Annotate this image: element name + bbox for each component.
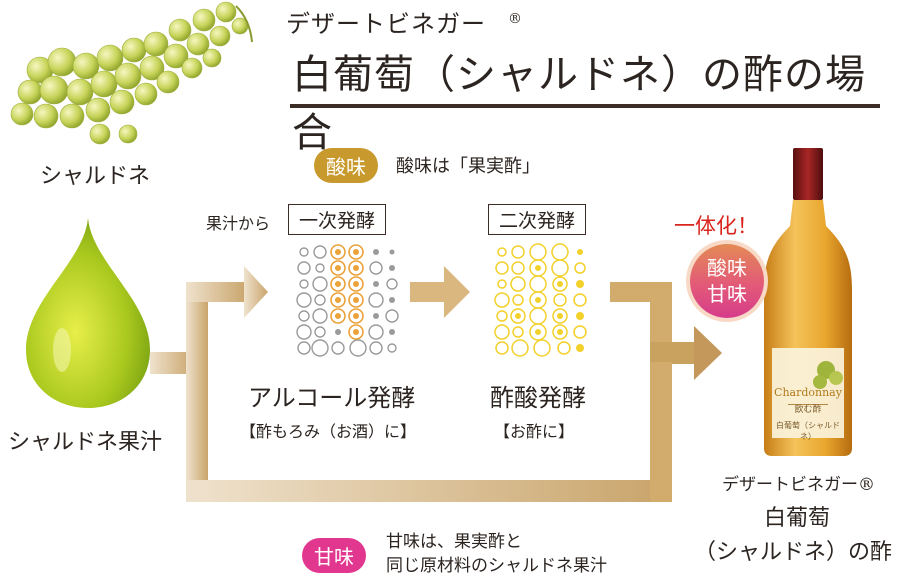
stage1-name: アルコール発酵 [248,384,416,412]
grapes-illustration [10,1,253,145]
stage2-box: 二次発酵 [488,204,587,235]
bottle-sub: 飲む酢 [794,405,822,415]
vinegar-bottle [764,148,852,456]
alcohol-fermentation-dots [296,244,399,357]
acetic-fermentation-dots [494,243,587,357]
sour-sweet-badge: 酸味 甘味 [690,244,764,318]
stage1-box: 一次発酵 [288,204,387,235]
flow-arrows [150,266,722,502]
sour-badge: 酸味 [314,148,378,183]
badge-line-sour: 酸味 [707,256,747,280]
product-line2: 白葡萄 [764,506,831,531]
badge-line-sweet: 甘味 [707,282,747,306]
sweet-note-line1: 甘味は、果実酢と [386,532,522,552]
product-line3: （シャルドネ）の酢 [694,540,893,565]
sweet-note: 甘味は、果実酢と 同じ原材料のシャルドネ果汁 [386,530,607,578]
juice-drop [26,218,150,408]
stage2-name: 酢酸発酵 [490,384,586,412]
page-title: 白葡萄（シャルドネ）の酢の場合 [292,52,866,156]
title-subtitle: デザートビネガー ® [286,4,523,39]
stage1-prefix: 果汁から [206,214,271,233]
subtitle-text: デザートビネガー [286,10,486,38]
product-line1: デザートビネガー® [722,475,875,495]
grapes-label: シャルドネ [40,164,151,189]
unify-label: 一体化！ [674,214,758,238]
sweet-note-line2: 同じ原材料のシャルドネ果汁 [386,556,607,576]
juice-label: シャルドネ果汁 [8,430,163,455]
bottle-brand: Chardonnay [774,386,842,399]
registered-mark: ® [508,11,523,27]
title-underline [290,104,880,108]
stage1-result: 【酢もろみ（お酒）に】 [240,422,417,441]
stage2-result: 【お酢に】 [494,422,575,441]
sweet-badge: 甘味 [302,538,366,573]
sour-note: 酸味は「果実酢」 [396,156,540,177]
bottle-sub2: 白葡萄（シャルドネ） [776,421,840,441]
